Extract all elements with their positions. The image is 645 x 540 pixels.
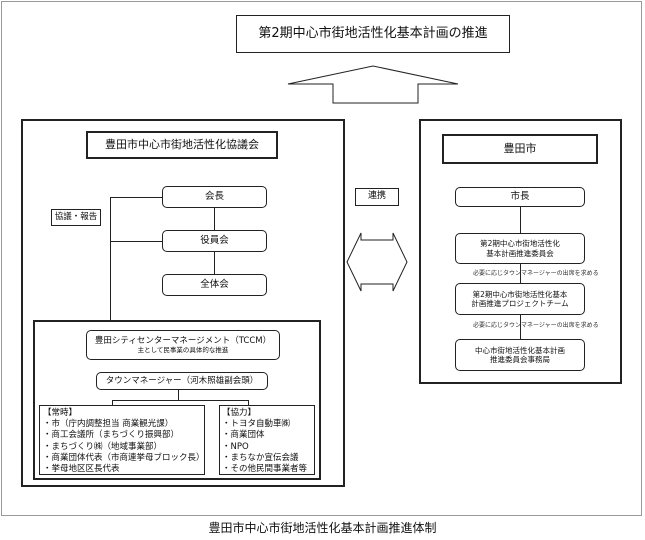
- consult-report-label: 協議・報告: [54, 212, 98, 223]
- connector-v-officers-general: [214, 252, 215, 274]
- secretariat-box: 中心市街地活性化基本計画 推進委員会事務局: [455, 339, 585, 371]
- members-item: ・挙母地区区長代表: [43, 464, 120, 475]
- committee-box: 第2期中心市街地活性化 基本計画推進委員会: [455, 233, 585, 264]
- connector-tm-down: [178, 390, 179, 400]
- connector-tm-cooperation: [248, 400, 249, 405]
- cooperation-item: ・トヨタ自動車㈱: [222, 419, 291, 430]
- connector-v-main: [110, 197, 111, 321]
- top-title: 第2期中心市街地活性化基本計画の推進: [258, 25, 488, 41]
- officers-box: 役員会: [162, 230, 267, 252]
- members-box: [39, 405, 205, 475]
- cooperation-header: 【協力】: [222, 408, 257, 418]
- members-header: 【常時】: [43, 408, 78, 418]
- connector-h-officers: [110, 241, 162, 242]
- general-assembly-box: 全体会: [162, 274, 267, 296]
- officers-label: 役員会: [200, 235, 229, 247]
- link-label-box: 連携: [355, 188, 399, 206]
- members-item: ・まちづくり㈱（地域事業部）: [43, 441, 163, 452]
- secretariat-label: 中心市街地活性化基本計画 推進委員会事務局: [475, 345, 565, 364]
- tccm-title-box: 豊田シティセンターマネージメント（TCCM） 主として民事業の具体的な推進: [86, 330, 280, 360]
- mayor-box: 市長: [455, 187, 585, 207]
- council-title-box: 豊田市中心市街地活性化協議会: [86, 131, 278, 159]
- cooperation-box: [219, 405, 315, 475]
- chair-label: 会長: [204, 191, 224, 203]
- council-title: 豊田市中心市街地活性化協議会: [105, 138, 259, 152]
- town-manager-box: タウンマネージャー（河木照雄副会頭）: [96, 372, 268, 390]
- link-label: 連携: [367, 191, 386, 202]
- members-item: ・商業団体代表（市商連挙母ブロック長）: [43, 452, 205, 463]
- project-team-note: 必要に応じタウンマネージャーの出席を求める: [473, 322, 599, 329]
- committee-note: 必要に応じタウンマネージャーの出席を求める: [473, 270, 599, 277]
- connector-h-chair: [110, 197, 162, 198]
- chair-box: 会長: [162, 186, 267, 208]
- members-item: ・商工会議所（まちづくり振興部）: [43, 430, 180, 441]
- connector-tm-horizontal: [112, 400, 248, 401]
- committee-label: 第2期中心市街地活性化 基本計画推進委員会: [480, 239, 560, 258]
- connector-team-secretariat: [520, 315, 521, 339]
- general-assembly-label: 全体会: [200, 279, 229, 291]
- cooperation-item: ・まちなか宣伝会議: [222, 452, 299, 463]
- bidirectional-arrow: [346, 232, 408, 292]
- cooperation-item: ・商業団体: [222, 430, 265, 441]
- cooperation-list: 【協力】 ・トヨタ自動車㈱ ・商業団体 ・NPO ・まちなか宣伝会議 ・その他民…: [222, 408, 307, 475]
- city-title: 豊田市: [503, 142, 537, 156]
- connector-tm-members: [112, 400, 113, 405]
- top-title-box: 第2期中心市街地活性化基本計画の推進: [236, 15, 510, 53]
- diagram-frame: [1, 1, 642, 516]
- tccm-subtitle: 主として民事業の具体的な推進: [137, 346, 229, 355]
- members-item: ・市（庁内調整担当 商業観光課）: [43, 419, 174, 430]
- project-team-label: 第2期中心市街地活性化基本 計画推進プロジェクトチーム: [471, 289, 569, 308]
- up-arrow: [287, 65, 459, 104]
- connector-committee-team: [520, 264, 521, 283]
- consult-report-label-box: 協議・報告: [51, 209, 101, 226]
- project-team-box: 第2期中心市街地活性化基本 計画推進プロジェクトチーム: [455, 283, 585, 315]
- connector-v-chair-officers: [214, 208, 215, 230]
- tccm-title: 豊田シティセンターマネージメント（TCCM）: [94, 335, 272, 346]
- members-list: 【常時】 ・市（庁内調整担当 商業観光課） ・商工会議所（まちづくり振興部） ・…: [43, 408, 205, 475]
- cooperation-item: ・その他民間事業者等: [222, 464, 308, 475]
- connector-mayor-committee: [520, 207, 521, 233]
- town-manager-label: タウンマネージャー（河木照雄副会頭）: [105, 375, 259, 386]
- cooperation-item: ・NPO: [222, 441, 249, 452]
- mayor-label: 市長: [510, 191, 530, 203]
- city-title-box: 豊田市: [442, 134, 598, 164]
- caption: 豊田市中心市街地活性化基本計画推進体制: [208, 521, 437, 535]
